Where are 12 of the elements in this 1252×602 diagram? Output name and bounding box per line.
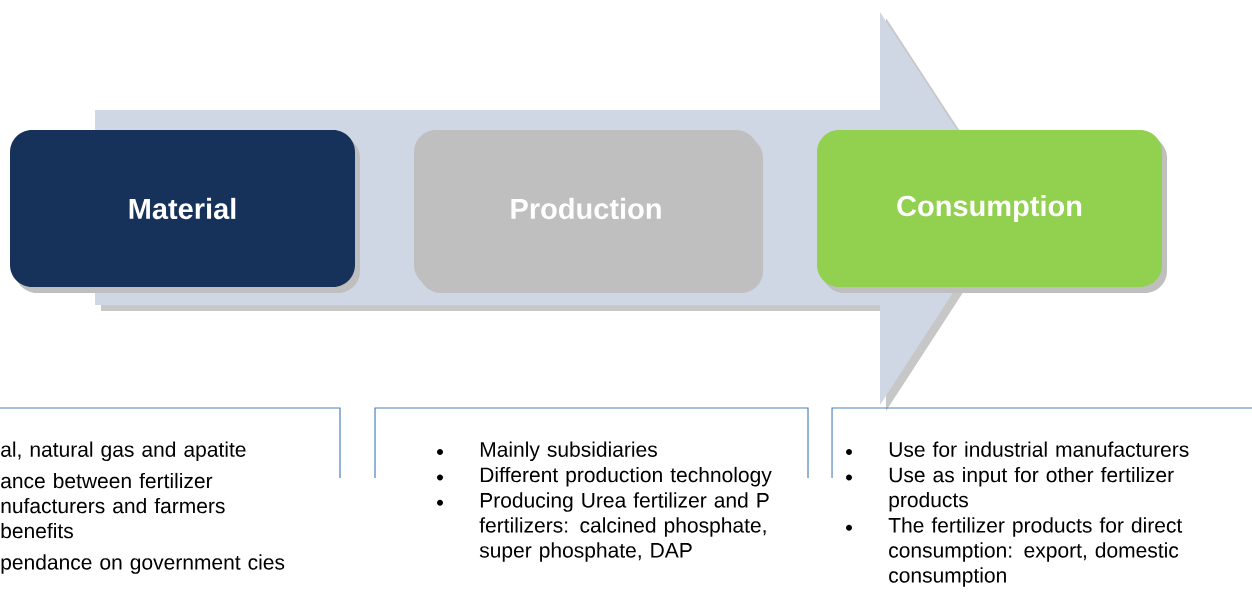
node-label: Mainly subsidiaries: [480, 441, 657, 462]
bullet-list-panel: al, natural gas and apatite ance between fertilizer nufacturers and farmers benefits pendance on government cies: [0, 407, 341, 574]
node-label: Use for industrial manufacturers: [889, 441, 1189, 457]
bullet-list-panel: Mainly subsidiaries Different production technology Producing Urea fertilizer and P fertilizers: calcined phosphate, super phosphate, DAP: [374, 407, 809, 562]
node-label: Different production technology: [480, 466, 772, 487]
bullet-list-panel: Use for industrial manufacturers Use as input for other fertilizer products The fertilizer products for direct consumption: export, domestic consumption: [831, 407, 1252, 587]
node-label: The fertilizer products for direct consumption: export, domestic consumption: [888, 517, 1183, 587]
node-label: Use as input for other fertilizer products: [889, 466, 1174, 512]
stage-box: Material: [10, 130, 360, 293]
stage-box: Production: [414, 130, 763, 293]
node-label: Producing Urea fertilizer and P fertilizers: calcined phosphate, super phosphate, DAP: [479, 492, 769, 562]
stage-box: Consumption: [817, 130, 1167, 293]
